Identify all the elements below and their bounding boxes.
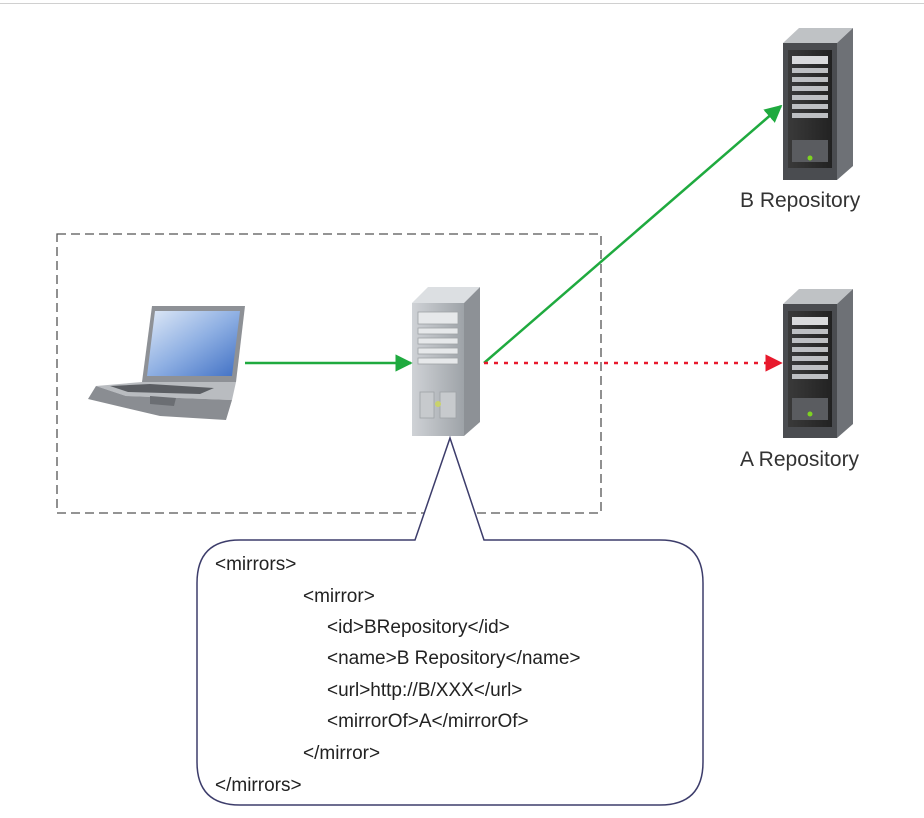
code-line-name: <name>B Repository</name> xyxy=(327,648,581,669)
mirror-config-callout xyxy=(196,435,704,806)
a-repository-server-icon xyxy=(783,289,853,438)
code-line-id: <id>BRepository</id> xyxy=(327,617,510,638)
code-line-mirror-open: <mirror> xyxy=(303,586,375,607)
b-repository-label: B Repository xyxy=(740,189,861,212)
code-line-mirror-of: <mirrorOf>A</mirrorOf> xyxy=(327,711,529,732)
code-line-mirror-close: </mirror> xyxy=(303,743,380,764)
a-repository-label: A Repository xyxy=(740,448,860,471)
code-line-url: <url>http://B/XXX</url> xyxy=(327,680,522,701)
server-icon xyxy=(412,287,480,436)
code-line-mirrors-close: </mirrors> xyxy=(215,775,302,796)
b-repository-server-icon xyxy=(783,28,853,180)
local-network-group xyxy=(56,233,602,514)
laptop-icon xyxy=(88,306,245,420)
code-line-mirrors-open: <mirrors> xyxy=(215,554,296,575)
top-divider xyxy=(0,3,924,4)
mirror-config-code: <mirrors> <mirror> <id>BRepository</id> … xyxy=(215,554,581,796)
proxy-to-b-repository-arrow xyxy=(483,104,783,364)
